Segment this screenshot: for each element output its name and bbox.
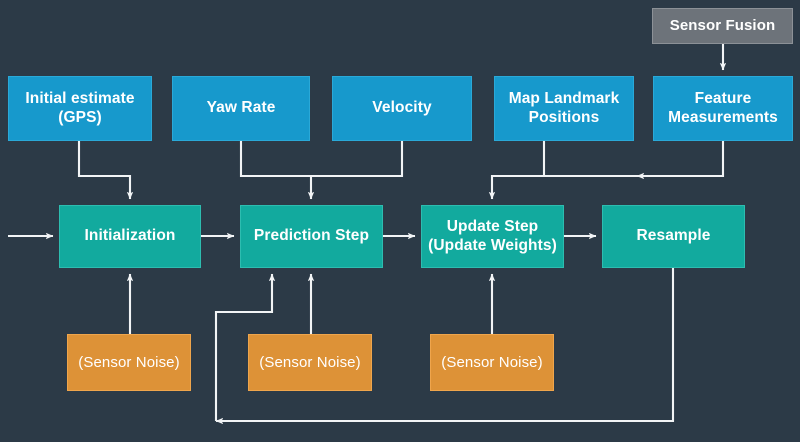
node-velocity-label: Velocity <box>372 99 432 117</box>
node-update-step[interactable]: Update Step (Update Weights) <box>421 205 564 268</box>
node-initial-estimate[interactable]: Initial estimate (GPS) <box>8 76 152 141</box>
node-yaw-rate-label: Yaw Rate <box>206 99 276 117</box>
edge-yaw-rate-to-prediction-step <box>239 141 315 200</box>
edge-initial-estimate-to-initialization <box>77 141 134 200</box>
node-initial-estimate-label: Initial estimate (GPS) <box>25 90 135 126</box>
node-initialization[interactable]: Initialization <box>59 205 201 268</box>
node-feature-measurements[interactable]: Feature Measurements <box>653 76 793 141</box>
node-sensor-noise-2[interactable]: (Sensor Noise) <box>248 334 372 391</box>
node-sensor-fusion-label: Sensor Fusion <box>669 17 776 35</box>
node-sensor-fusion[interactable]: Sensor Fusion <box>652 8 793 44</box>
edge-feature-measurements-to-update-step <box>636 141 725 180</box>
node-sensor-noise-3-label: (Sensor Noise) <box>441 353 543 371</box>
node-sensor-noise-1-label: (Sensor Noise) <box>78 353 180 371</box>
edge-map-landmark-to-update-step <box>488 141 546 200</box>
node-resample-label: Resample <box>636 227 711 245</box>
node-feature-measurements-label: Feature Measurements <box>668 90 778 126</box>
node-sensor-noise-3[interactable]: (Sensor Noise) <box>430 334 554 391</box>
node-map-landmark-positions-label: Map Landmark Positions <box>508 90 620 126</box>
node-resample[interactable]: Resample <box>602 205 745 268</box>
node-prediction-step-label: Prediction Step <box>253 227 370 245</box>
node-yaw-rate[interactable]: Yaw Rate <box>172 76 310 141</box>
edge-velocity-to-prediction-step <box>311 141 404 178</box>
node-prediction-step[interactable]: Prediction Step <box>240 205 383 268</box>
node-sensor-noise-1[interactable]: (Sensor Noise) <box>67 334 191 391</box>
node-velocity[interactable]: Velocity <box>332 76 472 141</box>
node-update-step-label: Update Step (Update Weights) <box>428 218 557 254</box>
node-initialization-label: Initialization <box>84 227 176 245</box>
node-map-landmark-positions[interactable]: Map Landmark Positions <box>494 76 634 141</box>
node-sensor-noise-2-label: (Sensor Noise) <box>259 353 361 371</box>
